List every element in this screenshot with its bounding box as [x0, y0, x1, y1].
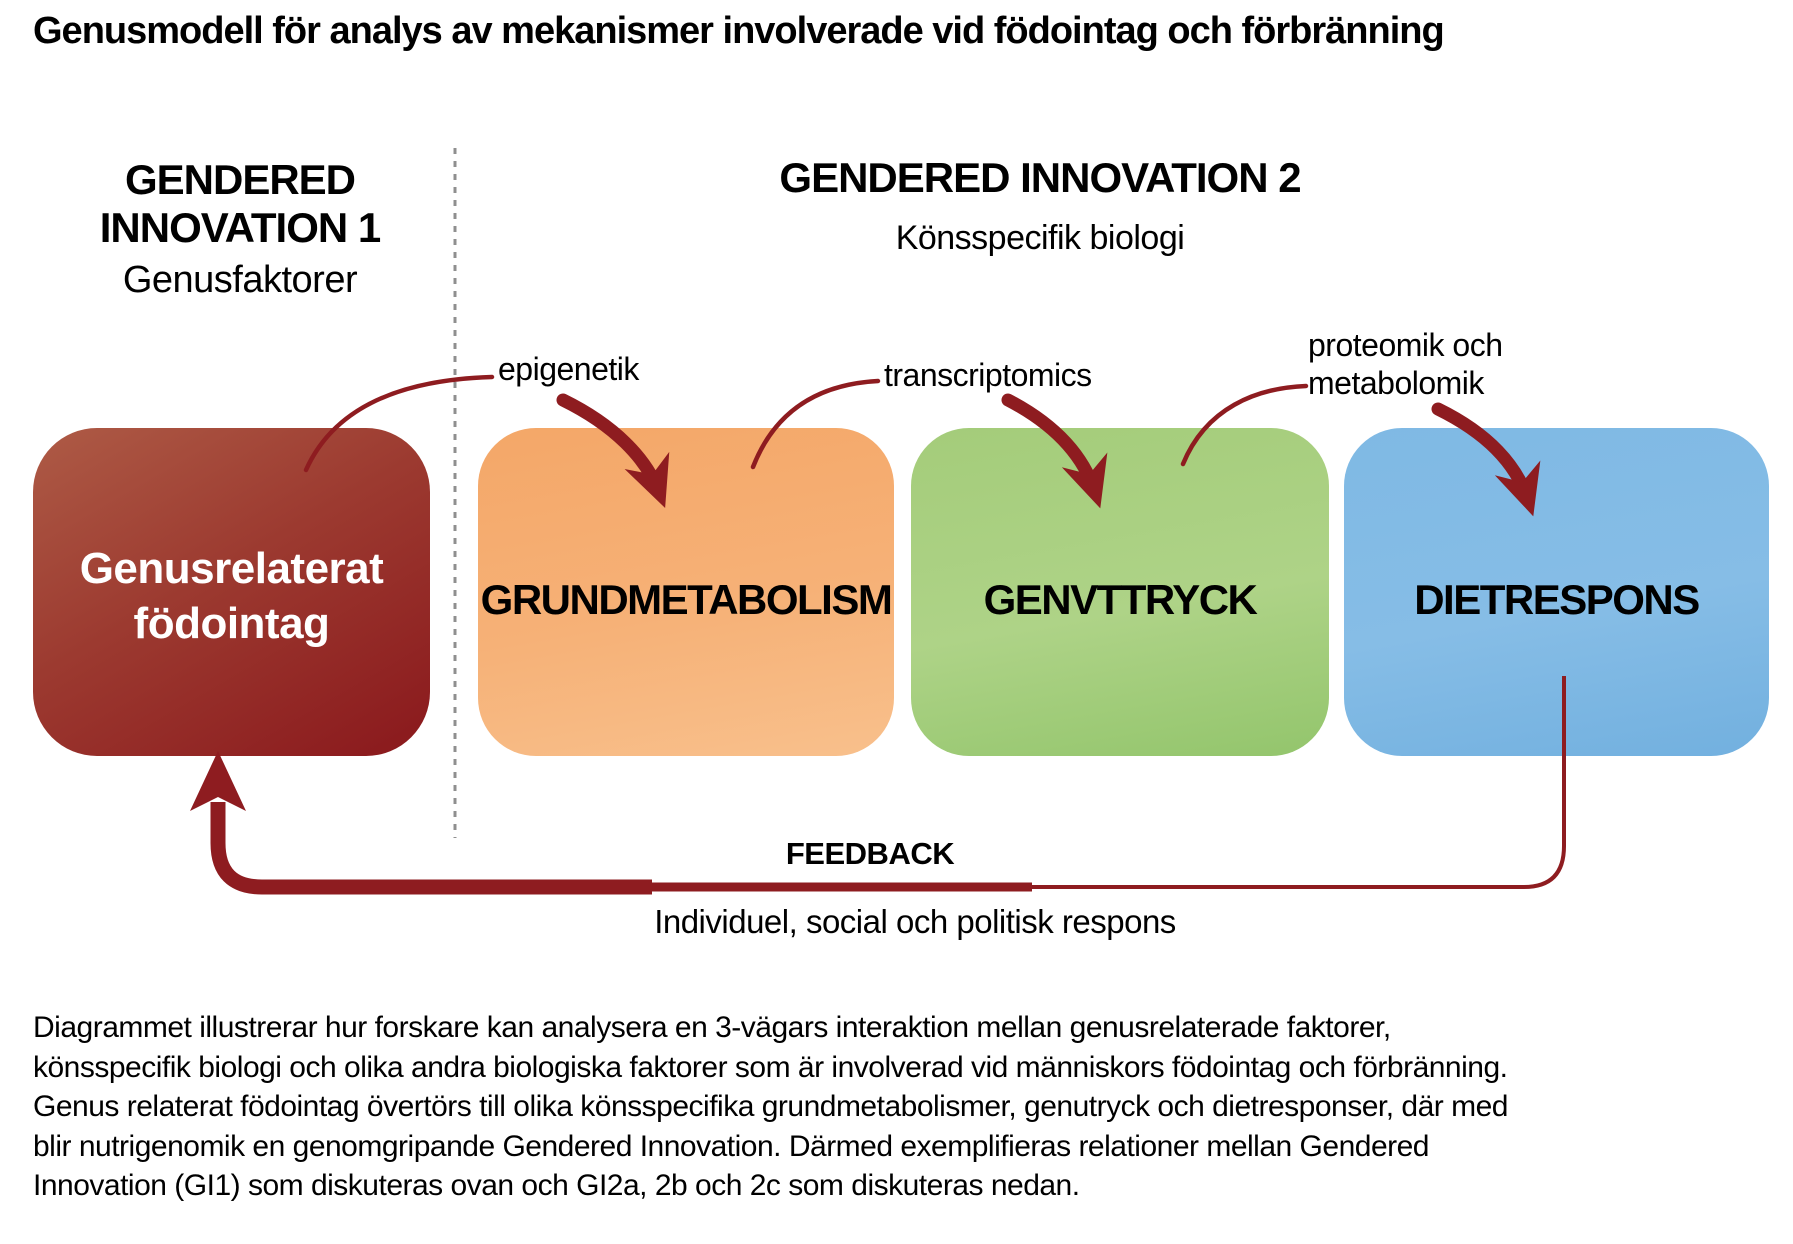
proteomics-metabolomics-label: proteomik och metabolomik: [1308, 326, 1503, 402]
box-dietrespons: DIETRESPONS: [1344, 428, 1769, 756]
epigenetics-label: epigenetik: [498, 351, 639, 387]
transcriptomics-label: transcriptomics: [884, 357, 1092, 393]
gi1-title-line2: INNOVATION 1: [99, 204, 381, 251]
feedback-arrowhead: [190, 751, 246, 811]
feedback-subtitle: Individuel, social och politisk respons: [654, 903, 1176, 940]
caption-line-5: Innovation (GI1) som diskuteras ovan och…: [33, 1169, 1080, 1202]
box-genusrelaterat-fodointag: Genusrelaterat födointag: [33, 428, 430, 756]
box-genusrelaterat-line1: Genusrelaterat: [79, 544, 384, 593]
caption-paragraph: Diagrammet illustrerar hur forskare kan …: [33, 1008, 1793, 1206]
feedback-line-thick: [210, 802, 652, 895]
gi2-title: GENDERED INNOVATION 2: [779, 154, 1301, 201]
page-title: Genusmodell för analys av mekanismer inv…: [33, 10, 1445, 52]
box-grundmetabolism: GRUNDMETABOLISM: [478, 428, 894, 756]
caption-line-3: Genus relaterat födointag övertörs till …: [33, 1090, 1508, 1123]
feedback-label: FEEDBACK: [785, 836, 955, 871]
box-grundmetabolism-label: GRUNDMETABOLISM: [480, 576, 893, 623]
caption-line-4: blir nutrigenomik en genomgripande Gende…: [33, 1129, 1430, 1163]
gendered-innovation-2-heading: GENDERED INNOVATION 2 Könsspecifik biolo…: [620, 154, 1460, 260]
caption-line-2: könsspecifik biologi och olika andra bio…: [33, 1050, 1508, 1084]
gi2-subtitle: Könsspecifik biologi: [895, 219, 1185, 257]
box-genusrelaterat-line2: födointag: [133, 599, 330, 648]
gendered-innovation-1-heading: GENDERED INNOVATION 1 Genusfaktorer: [40, 156, 440, 302]
proteomics-label-line2: metabolomik: [1308, 365, 1484, 401]
gi1-subtitle: Genusfaktorer: [122, 259, 358, 301]
box-genvttryck-label: GENVTTRYCK: [983, 576, 1258, 623]
box-dietrespons-label: DIETRESPONS: [1414, 576, 1700, 623]
box-genusrelaterat-label: Genusrelaterat födointag: [80, 533, 384, 651]
box-genvttryck: GENVTTRYCK: [911, 428, 1329, 756]
proteomics-label-line1: proteomik och: [1308, 327, 1503, 363]
gi1-title-line1: GENDERED: [124, 156, 356, 203]
caption-line-1: Diagrammet illustrerar hur forskare kan …: [33, 1011, 1391, 1044]
